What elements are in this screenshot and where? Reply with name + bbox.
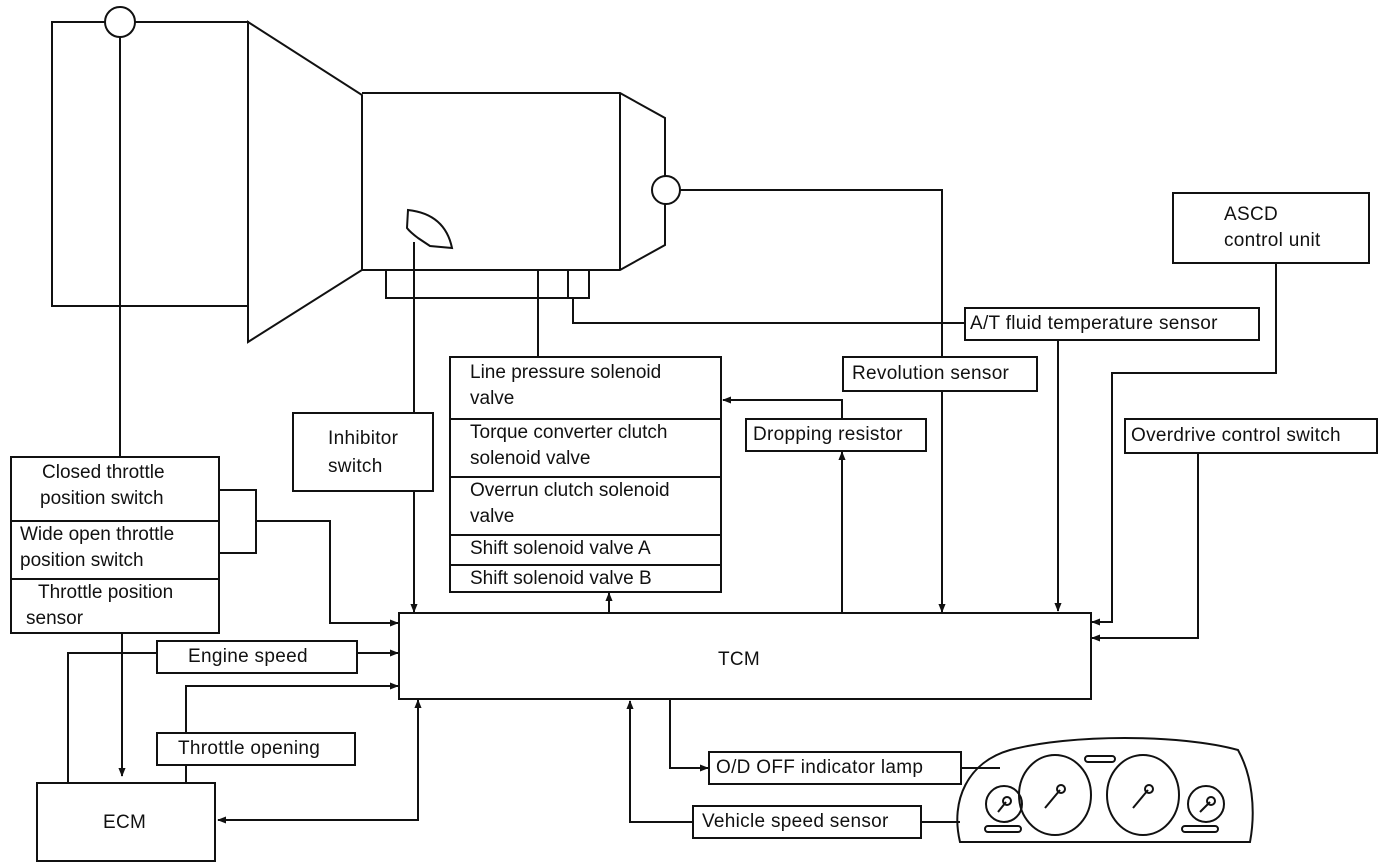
engine-speed-label: Engine speed [188, 646, 308, 667]
line-pressure-solenoid-valve: Line pressure solenoid valve [470, 362, 662, 409]
engine-speed-pickup [104, 6, 136, 38]
ascd-label: ASCD [1224, 204, 1278, 225]
revolution-sensor-label: Revolution sensor [852, 363, 1010, 384]
closed-throttle-position-switch: Closed throttle position switch [40, 462, 165, 509]
vehicle-speed-sensor-box: Vehicle speed sensor [692, 805, 922, 839]
engine-speed-box: Engine speed [156, 640, 358, 674]
revolution-sensor-box: Revolution sensor [842, 356, 1038, 392]
dropping-resistor-label: Dropping resistor [753, 424, 903, 445]
revolution-sensor-pickup [651, 175, 681, 205]
inhibitor-switch-part [405, 208, 454, 250]
wide-open-throttle-position-switch: Wide open throttle position switch [12, 520, 218, 578]
throttle-opening-box: Throttle opening [156, 732, 356, 766]
ascd-label-2: control unit [1224, 230, 1321, 251]
ecm-box: ECM [36, 782, 216, 862]
ecm-label: ECM [103, 812, 147, 833]
bell-housing [247, 20, 363, 344]
overrun-clutch-solenoid-valve: Overrun clutch solenoid valve [451, 476, 720, 534]
inhibitor-switch-label-2: switch [328, 456, 383, 477]
dropping-resistor-box: Dropping resistor [745, 418, 927, 452]
ascd-control-unit-box: ASCD control unit [1172, 192, 1370, 264]
od-off-indicator-lamp-box: O/D OFF indicator lamp [708, 751, 962, 785]
od-off-lamp-label: O/D OFF indicator lamp [716, 757, 924, 778]
fluid-temp-sensor-label: A/T fluid temperature sensor [970, 313, 1218, 334]
shift-solenoid-valve-b: Shift solenoid valve B [451, 564, 720, 593]
torque-converter-clutch-solenoid-valve: Torque converter clutch solenoid valve [451, 418, 720, 476]
overdrive-switch-label: Overdrive control switch [1131, 425, 1341, 446]
instrument-cluster [956, 737, 1254, 843]
shift-solenoid-valve-a: Shift solenoid valve A [451, 534, 720, 564]
fluid-temp-sensor-box: A/T fluid temperature sensor [964, 307, 1260, 341]
tcm-box: TCM [398, 612, 1092, 700]
throttle-opening-label: Throttle opening [178, 738, 321, 759]
throttle-position-sensor: Throttle position sensor [12, 578, 218, 634]
tcm-label: TCM [718, 649, 761, 670]
engine-block [51, 21, 249, 307]
valve-body [385, 269, 590, 299]
solenoid-valve-stack: Line pressure solenoid valve Torque conv… [449, 356, 722, 593]
inhibitor-switch-label: Inhibitor [328, 428, 399, 449]
inhibitor-switch-box: Inhibitor switch [292, 412, 434, 492]
throttle-sensor-stack: Closed throttle position switch Wide ope… [10, 456, 220, 634]
overdrive-control-switch-box: Overdrive control switch [1124, 418, 1378, 454]
vehicle-speed-sensor-label: Vehicle speed sensor [702, 811, 889, 832]
